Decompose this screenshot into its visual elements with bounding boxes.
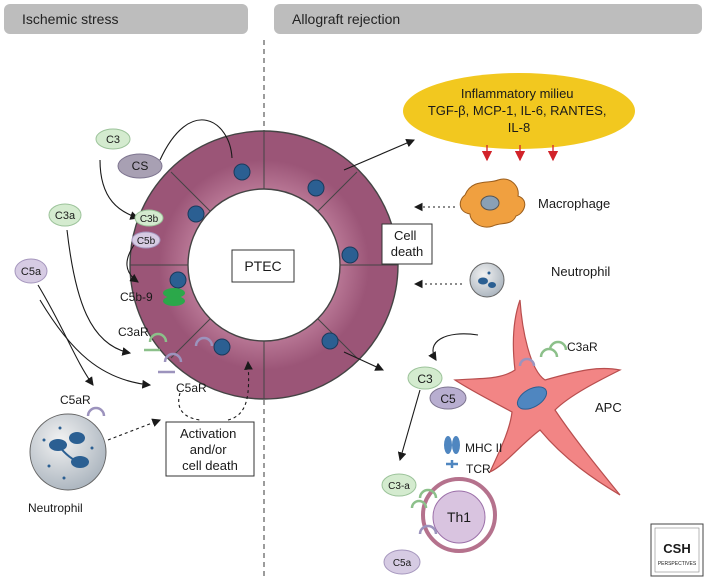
c3a-molecule [48,203,82,227]
c3-right-label: C3 [417,372,433,386]
inflammatory-milieu-text: Inflammatory milieu TGF-β, MCP-1, IL-6, … [428,86,610,135]
ptec-label: PTEC [244,258,281,274]
cell-death-box [381,223,433,265]
c3a-right-label: C3-a [388,481,410,492]
c3ar-label: C3aR [118,325,149,339]
svg-text:CSH: CSH [663,541,690,556]
ptec-box [231,249,295,283]
c5a-label: C5a [21,266,42,278]
allograft-rejection-tab: Allograft rejection [274,4,702,34]
c3a-label: C3a [55,210,76,222]
mhc-ii-icon [444,436,460,454]
th1-label: Th1 [447,509,471,525]
csh-perspectives-logo: CSH PERSPECTIVES [650,523,704,577]
tcr-label: TCR [466,462,491,476]
c5ar-neutrophil-label: C5aR [60,393,91,407]
c3ar-right-label: C3aR [567,340,598,354]
cs-molecule [117,153,163,179]
th1-cell-icon [421,477,497,553]
inflammatory-milieu-ellipse [403,73,635,149]
c3ar-right-receptor-icon [518,340,568,367]
neutrophil-left-label: Neutrophil [28,501,83,515]
c3-right-molecule [407,366,443,390]
mhc-ii-label: MHC II [465,441,502,455]
c5-right-label: C5 [440,392,456,406]
c5-right-molecule [429,386,467,410]
c5b9-label: C5b-9 [120,290,153,304]
c5a-molecule [14,258,48,284]
neutrophil-right-label: Neutrophil [551,264,610,279]
c3-molecule [95,128,131,150]
cell-death-text: Cell death [391,228,424,259]
svg-text:PERSPECTIVES: PERSPECTIVES [658,561,697,567]
c3b-label: C3b [140,214,159,225]
c5ar-ptec-label: C5aR [176,381,207,395]
ischemic-stress-tab: Ischemic stress [4,4,248,34]
apc-label: APC [595,400,622,415]
macrophage-label: Macrophage [538,196,610,211]
th1-receptors-icon [410,488,438,535]
neutrophil-left-icon [29,406,107,491]
neutrophil-right-icon [469,262,505,298]
c5a-right-molecule [383,549,421,575]
c5a-right-label: C5a [393,558,412,569]
c3ar-receptor-icon [144,332,168,352]
activation-box [165,421,255,477]
c5b-label: C5b [137,236,156,247]
red-arrows [481,145,559,162]
c5ar-receptor-icon [158,336,214,374]
tcr-icon [446,460,458,468]
c3b-molecule [134,209,164,227]
c3a-right-molecule [381,473,417,497]
c5b-molecule [131,231,161,249]
mac-complex-icon [163,288,185,306]
activation-text: Activation and/or cell death [180,426,240,473]
c3-label: C3 [106,134,120,146]
cs-label: CS [132,159,149,173]
